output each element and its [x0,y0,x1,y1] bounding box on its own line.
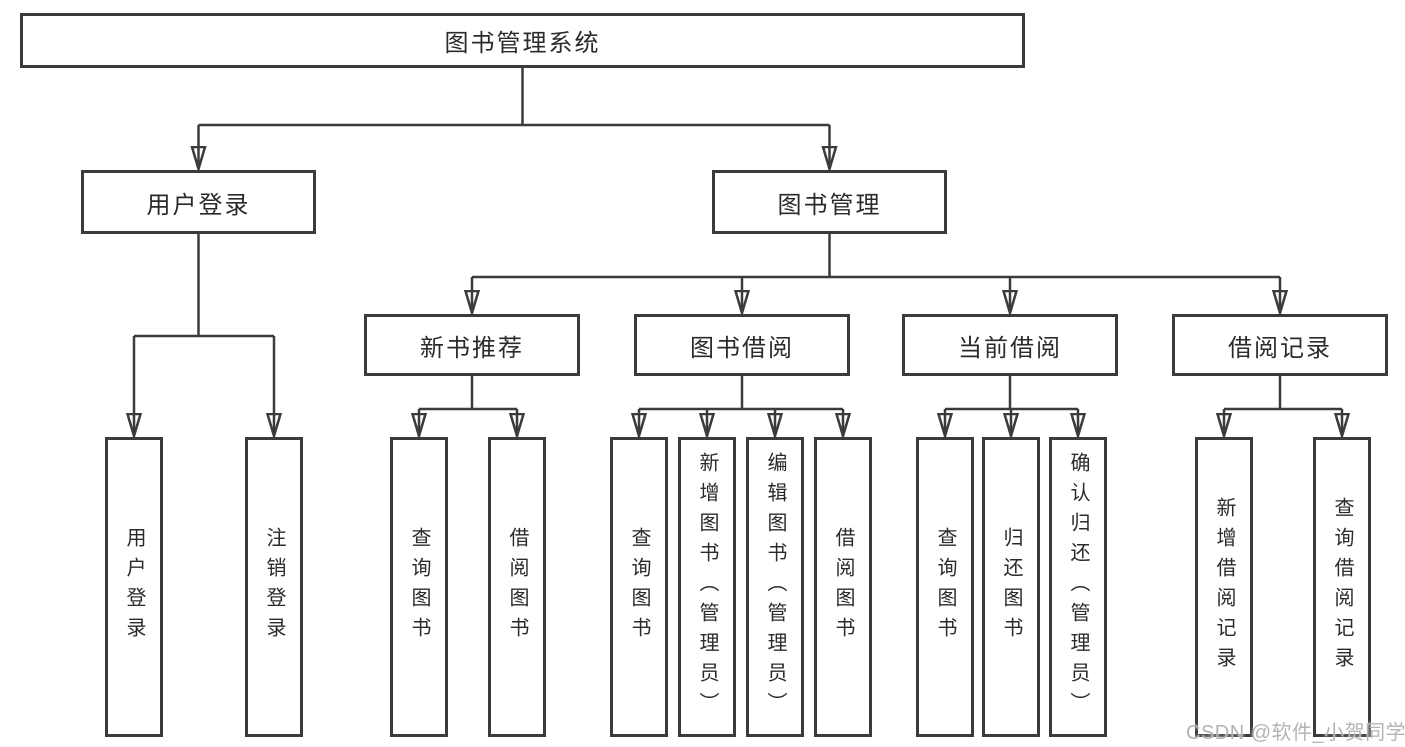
node-label: 新增图书（管理员） [696,452,718,722]
node-label: 用户登录 [123,527,145,647]
node-label: 查询图书 [934,527,956,647]
node-confirm-return-admin: 确认归还（管理员） [1049,437,1107,737]
node-user-login: 用户登录 [81,170,316,234]
node-borrowing-records: 借阅记录 [1172,314,1388,376]
node-label: 编辑图书（管理员） [764,452,786,722]
node-borrow-books-borrowing: 借阅图书 [814,437,872,737]
connector-current-borrowing-children [945,376,1078,435]
node-current-borrowing: 当前借阅 [902,314,1118,376]
node-label: 当前借阅 [958,334,1062,362]
node-label: 新书推荐 [420,334,524,362]
node-logout-action: 注销登录 [245,437,303,737]
node-query-books-borrowing: 查询图书 [610,437,668,737]
node-new-book-recommend: 新书推荐 [364,314,580,376]
connector-user-login-children [134,234,274,435]
node-label: 注销登录 [263,527,285,647]
csdn-watermark: CSDN @软件_小贺同学 [1186,722,1405,744]
node-label: 查询借阅记录 [1331,497,1353,677]
connector-root-to-level2 [199,68,830,168]
node-book-borrowing: 图书借阅 [634,314,850,376]
node-label: 图书借阅 [690,334,794,362]
node-add-books-admin: 新增图书（管理员） [678,437,736,737]
node-label: 借阅图书 [832,527,854,647]
node-label: 图书管理 [777,191,882,219]
node-add-borrow-record: 新增借阅记录 [1195,437,1253,737]
node-label: 确认归还（管理员） [1067,452,1089,722]
node-query-books-recommend: 查询图书 [390,437,448,737]
node-label: 借阅记录 [1228,334,1332,362]
node-label: 图书管理系统 [444,30,601,57]
node-borrow-books-recommend: 借阅图书 [488,437,546,737]
node-book-management: 图书管理 [712,170,947,234]
node-label: 新增借阅记录 [1213,497,1235,677]
connector-borrowing-records-children [1224,376,1342,435]
connector-book-borrowing-children [639,376,843,435]
node-query-borrow-record: 查询借阅记录 [1313,437,1371,737]
node-edit-books-admin: 编辑图书（管理员） [746,437,804,737]
node-library-management-system: 图书管理系统 [20,13,1025,68]
node-label: 归还图书 [1000,527,1022,647]
node-return-books: 归还图书 [982,437,1040,737]
connector-book-management-children [472,234,1280,312]
node-query-books-current: 查询图书 [916,437,974,737]
node-label: 查询图书 [628,527,650,647]
node-label: 借阅图书 [506,527,528,647]
node-user-login-action: 用户登录 [105,437,163,737]
connector-new-book-recommend-children [419,376,517,435]
node-label: 查询图书 [408,527,430,647]
node-label: 用户登录 [146,191,251,219]
